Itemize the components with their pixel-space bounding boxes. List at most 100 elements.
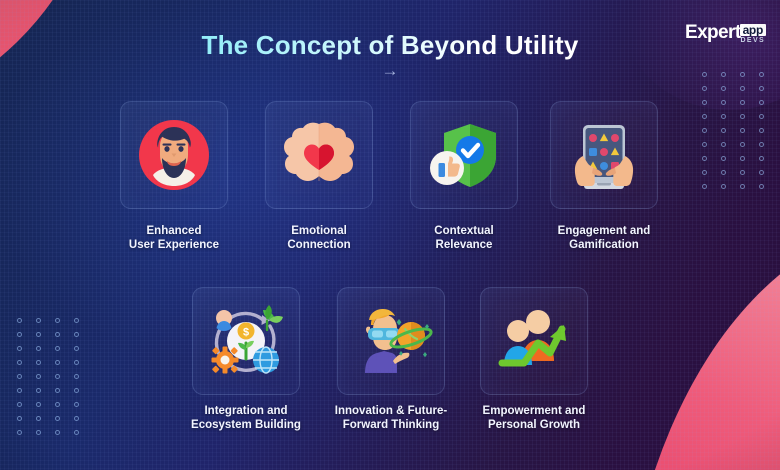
- decor-dot: [702, 156, 707, 161]
- decor-dot: [36, 388, 41, 393]
- decor-dot: [36, 346, 41, 351]
- decor-dot: [702, 86, 707, 91]
- decor-dot: [759, 142, 764, 147]
- decor-dot: [740, 142, 745, 147]
- label-emotional-connection: Emotional Connection: [287, 225, 351, 251]
- card-engagement-and-gamification[interactable]: [550, 101, 658, 209]
- decor-dot: [55, 416, 60, 421]
- decor-dot: [17, 430, 22, 435]
- decor-dot: [721, 114, 726, 119]
- decor-dot: [721, 128, 726, 133]
- shield-check-thumbs-up-icon: [422, 113, 506, 197]
- decor-dot: [36, 374, 41, 379]
- decor-dot: [759, 114, 764, 119]
- decor-dot: [702, 100, 707, 105]
- decor-dot: [55, 374, 60, 379]
- vr-headset-planet-icon: [349, 299, 433, 383]
- label-empowerment-and-personal-growth: Empowerment and Personal Growth: [482, 405, 586, 431]
- decor-dot: [74, 318, 79, 323]
- decor-dot: [702, 142, 707, 147]
- decor-dot: [74, 374, 79, 379]
- decor-dot: [55, 388, 60, 393]
- decor-dot: [759, 86, 764, 91]
- decor-dot: [36, 416, 41, 421]
- decor-dot: [759, 128, 764, 133]
- decor-dot: [759, 100, 764, 105]
- decor-dot: [17, 346, 22, 351]
- label-enhanced-user-experience: Enhanced User Experience: [128, 225, 220, 251]
- dot-grid-left: [17, 318, 79, 435]
- bottom-right-blue-swirl: [665, 330, 780, 470]
- decor-dot: [17, 416, 22, 421]
- logo-sub-text: DEVS: [740, 37, 766, 44]
- decor-dot: [759, 170, 764, 175]
- card-enhanced-user-experience[interactable]: [120, 101, 228, 209]
- decor-dot: [17, 388, 22, 393]
- decor-dot: [17, 360, 22, 365]
- decor-dot: [721, 170, 726, 175]
- decor-dot: [74, 360, 79, 365]
- decor-dot: [55, 430, 60, 435]
- decor-dot: [721, 156, 726, 161]
- bottom-right-swirl-back: [710, 255, 780, 470]
- ecosystem-cycle-icon: $: [203, 298, 289, 384]
- decor-dot: [702, 170, 707, 175]
- card-empowerment-and-personal-growth[interactable]: [480, 287, 588, 395]
- card-emotional-connection[interactable]: [265, 101, 373, 209]
- arrow-right-icon: →: [381, 61, 399, 80]
- decor-dot: [17, 374, 22, 379]
- decor-dot: [36, 430, 41, 435]
- decor-dot: [702, 128, 707, 133]
- decor-dot: [74, 430, 79, 435]
- decor-dot: [36, 360, 41, 365]
- decor-dot: [740, 128, 745, 133]
- decor-dot: [74, 388, 79, 393]
- label-integration-and-ecosystem-building: Integration and Ecosystem Building: [191, 405, 301, 431]
- decor-dot: [55, 360, 60, 365]
- decor-dot: [740, 100, 745, 105]
- decor-dot: [17, 402, 22, 407]
- label-innovation-and-future-forward-thinking: Innovation & Future- Forward Thinking: [334, 405, 448, 431]
- brain-with-heart-icon: [278, 114, 360, 196]
- decor-dot: [721, 184, 726, 189]
- decor-dot: [74, 332, 79, 337]
- decor-dot: [55, 332, 60, 337]
- decor-dot: [759, 184, 764, 189]
- card-innovation-and-future-forward-thinking[interactable]: [337, 287, 445, 395]
- decor-dot: [740, 156, 745, 161]
- decor-dot: [702, 184, 707, 189]
- decor-dot: [36, 402, 41, 407]
- decor-dot: [17, 318, 22, 323]
- label-engagement-and-gamification: Engagement and Gamification: [557, 225, 651, 251]
- decor-dot: [702, 114, 707, 119]
- bearded-man-avatar-icon: [135, 116, 213, 194]
- dot-grid-right: [702, 72, 764, 189]
- hands-holding-tablet-icon: [563, 114, 645, 196]
- decor-dot: [17, 332, 22, 337]
- logo-app-text: app: [739, 24, 766, 36]
- card-integration-and-ecosystem-building[interactable]: $: [192, 287, 300, 395]
- decor-dot: [74, 402, 79, 407]
- decor-dot: [55, 346, 60, 351]
- decor-dot: [55, 318, 60, 323]
- svg-text:$: $: [243, 327, 249, 339]
- bottom-right-swirl-front: [620, 220, 780, 470]
- page-title: The Concept of Beyond Utility: [0, 30, 780, 61]
- decor-dot: [721, 142, 726, 147]
- decor-dot: [740, 184, 745, 189]
- decor-dot: [740, 170, 745, 175]
- decor-dot: [740, 86, 745, 91]
- label-contextual-relevance: Contextual Relevance: [434, 225, 494, 251]
- logo-main-text: Expert: [685, 22, 741, 43]
- decor-dot: [759, 156, 764, 161]
- decor-dot: [721, 100, 726, 105]
- decor-dot: [721, 86, 726, 91]
- decor-dot: [74, 416, 79, 421]
- logo-badge: app DEVS: [739, 24, 766, 45]
- people-growth-arrow-icon: [492, 299, 576, 383]
- decor-dot: [36, 332, 41, 337]
- decor-dot: [36, 318, 41, 323]
- card-contextual-relevance[interactable]: [410, 101, 518, 209]
- decor-dot: [740, 114, 745, 119]
